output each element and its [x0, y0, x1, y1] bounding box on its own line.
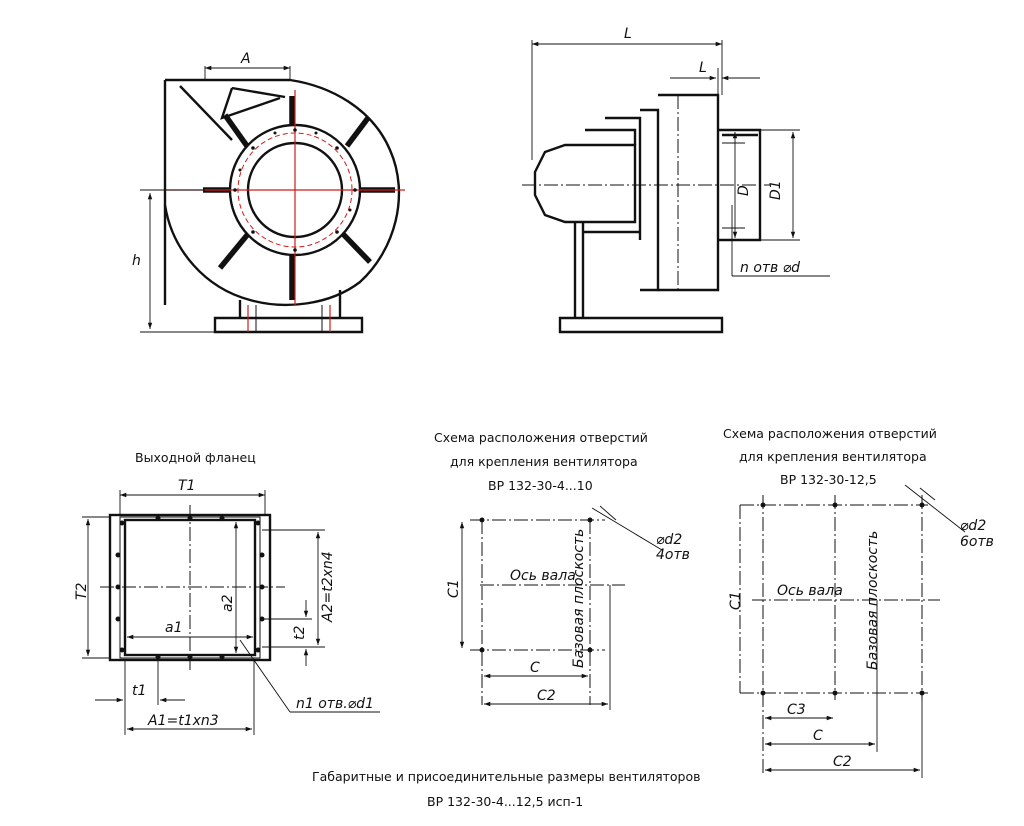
scheme-small-title-3: ВР 132-30-4...10	[488, 478, 593, 493]
dim-T2-label: T2	[74, 582, 90, 600]
small-hole-d-label: ⌀d2	[656, 532, 682, 548]
mount-scheme-small: Схема расположения отверстий для креплен…	[434, 430, 690, 710]
small-dim-C1-label: C1	[446, 579, 462, 598]
dim-t1-label: t1	[132, 683, 146, 699]
flange-holes-note: n1 отв.⌀d1	[296, 696, 374, 712]
small-hole-count-label: 4отв	[656, 547, 690, 563]
large-dim-C2-label: C2	[833, 754, 852, 770]
dim-L-big-label: L	[624, 26, 632, 42]
scheme-small-title-1: Схема расположения отверстий	[434, 430, 648, 445]
small-dim-C2-label: C2	[537, 688, 556, 704]
large-shaft-axis-label: Ось вала	[777, 583, 843, 599]
small-shaft-axis-label: Ось вала	[510, 568, 576, 584]
footer-line-1: Габаритные и присоединительные размеры в…	[312, 769, 701, 784]
small-base-plane-label: Базовая плоскость	[571, 529, 587, 668]
flange-title: Выходной фланец	[135, 450, 256, 465]
large-dim-C1-label: C1	[728, 591, 744, 610]
dim-T1-label: T1	[178, 478, 195, 494]
dim-h-label: h	[132, 253, 141, 269]
large-dim-C-label: C	[813, 728, 823, 744]
scheme-large-title-2: для крепления вентилятора	[739, 449, 927, 464]
mount-scheme-large: Схема расположения отверстий для креплен…	[723, 426, 994, 778]
scheme-small-title-2: для крепления вентилятора	[450, 454, 638, 469]
dim-a1-label: a1	[165, 620, 183, 636]
fan-side-view: L L D D1 n отв ⌀d	[522, 26, 830, 334]
dim-D-label: D	[736, 185, 752, 196]
dim-A-label: A	[240, 51, 251, 67]
fan-front-view: A h	[132, 51, 405, 334]
dim-A1-label: A1=t1хn3	[147, 713, 219, 729]
dim-L-small-label: L	[699, 60, 707, 76]
large-dim-C3-label: C3	[787, 702, 806, 718]
scheme-large-title-3: ВР 132-30-12,5	[780, 472, 877, 487]
large-hole-count-label: 6отв	[960, 534, 994, 550]
outlet-flange-view: Выходной фланец T1 T2 a1 a2	[74, 450, 380, 735]
small-dim-C-label: C	[530, 660, 540, 676]
footer-line-2: ВР 132-30-4...12,5 исп-1	[427, 794, 583, 809]
large-hole-d-label: ⌀d2	[960, 518, 986, 534]
dim-A2-label: A2=t2хn4	[320, 551, 336, 623]
large-base-plane-label: Базовая плоскость	[865, 531, 881, 670]
side-holes-note: n отв ⌀d	[740, 260, 800, 276]
footer-caption: Габаритные и присоединительные размеры в…	[312, 769, 701, 809]
dim-a2-label: a2	[220, 594, 236, 612]
dim-D1-label: D1	[768, 180, 784, 200]
dim-t2-label: t2	[292, 626, 308, 640]
scheme-large-title-1: Схема расположения отверстий	[723, 426, 937, 441]
